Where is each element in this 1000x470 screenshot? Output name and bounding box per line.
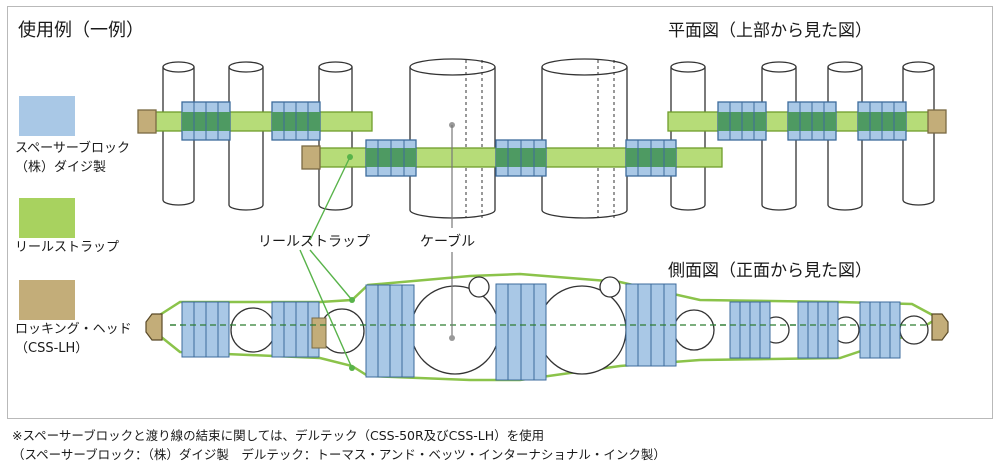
leader-strap-plan xyxy=(309,156,351,241)
legend-swatch-spacer-block xyxy=(19,96,75,136)
plan-cable-small-7 xyxy=(902,61,935,206)
leader-lines xyxy=(299,154,355,371)
side-spacer-block-6 xyxy=(729,301,771,359)
plan-spacer-block-1 xyxy=(181,101,231,141)
side-cable-small-3 xyxy=(673,309,715,351)
plan-view-title: 平面図（上部から見た図） xyxy=(668,21,872,41)
plan-spacer-block-3 xyxy=(717,101,767,141)
side-locking-head-left xyxy=(145,313,163,341)
plan-view xyxy=(137,58,947,219)
legend-label-reel-strap: リールストラップ xyxy=(15,240,120,255)
plan-spacer-block-5 xyxy=(857,101,907,141)
side-locking-head-middle xyxy=(311,317,327,349)
side-cable-large-1 xyxy=(410,285,500,375)
plan-spacer-block-4 xyxy=(787,101,837,141)
side-cable-tiny-1 xyxy=(468,276,490,298)
side-spacer-block-4 xyxy=(495,283,547,381)
plan-cable-large-2 xyxy=(541,58,628,219)
plan-spacer-block-8 xyxy=(625,139,677,177)
main-title: 使用例（一例） xyxy=(18,20,144,41)
legend-label-spacer-block-line2: （株）ダイジ製 xyxy=(15,160,107,175)
side-cable-large-2 xyxy=(537,285,627,375)
leader-strap-side-top xyxy=(309,249,353,301)
legend-label-spacer-block-line1: スペーサーブロック xyxy=(15,141,131,156)
side-spacer-block-2 xyxy=(271,301,320,358)
callout-cable: ケーブル xyxy=(420,234,476,250)
plan-cable-small-4 xyxy=(670,61,706,211)
plan-spacer-block-7 xyxy=(495,139,547,177)
cable-bundle-diagram xyxy=(137,58,949,382)
plan-locking-head-left xyxy=(137,109,157,134)
plan-locking-head-middle xyxy=(301,145,321,170)
legend-label-locking-head-line2: （CSS-LH） xyxy=(15,341,89,356)
side-spacer-block-8 xyxy=(859,301,901,359)
plan-cable-small-2 xyxy=(228,61,264,211)
side-view-title: 側面図（正面から見た図） xyxy=(668,261,872,281)
side-cable-small-6 xyxy=(899,315,929,345)
legend-swatch-locking-head xyxy=(19,280,75,320)
leader-strap-side-bottom xyxy=(299,249,353,369)
legend-label-locking-head-line1: ロッキング・ヘッド xyxy=(15,322,132,337)
leader-cable xyxy=(449,125,455,341)
plan-spacer-block-2 xyxy=(271,101,321,141)
side-spacer-block-7 xyxy=(797,301,839,359)
legend-swatch-reel-strap xyxy=(19,198,75,238)
side-spacer-block-3 xyxy=(365,284,415,378)
legend-label-locking-head: ロッキング・ヘッド （CSS-LH） xyxy=(15,320,132,358)
plan-locking-head-right xyxy=(927,109,947,134)
footnote-line-2: （スペーサーブロック：（株）ダイジ製 デルテック：トーマス・アンド・ベッツ・イン… xyxy=(12,447,666,462)
plan-cable-small-1 xyxy=(162,61,195,206)
side-locking-head-right xyxy=(931,313,949,341)
side-cable-small-1 xyxy=(230,307,276,353)
footnote-line-1: ※スペーサーブロックと渡り線の結束に関しては、デルテック（CSS-50R及びCS… xyxy=(12,428,545,443)
side-spacer-block-1 xyxy=(181,301,230,358)
callout-reel-strap: リールストラップ xyxy=(258,234,370,250)
side-view xyxy=(145,272,949,382)
legend-label-spacer-block: スペーサーブロック （株）ダイジ製 xyxy=(15,139,130,177)
plan-spacer-block-6 xyxy=(365,139,417,177)
side-cable-tiny-2 xyxy=(599,276,621,298)
